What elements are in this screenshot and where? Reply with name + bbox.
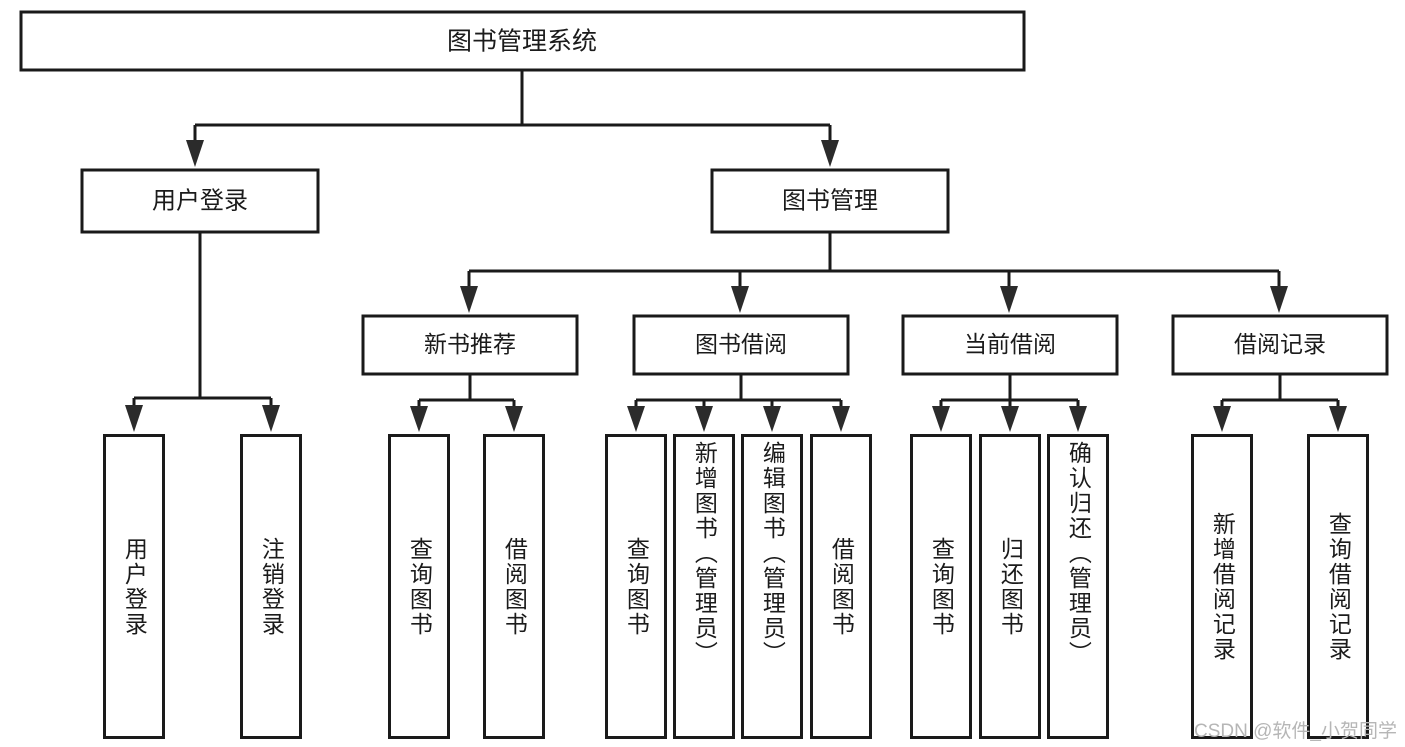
connector-book-borrow-to-leaves <box>627 374 850 432</box>
connector-book-management-to-level3 <box>460 232 1288 313</box>
leaf-user-login-logout[interactable]: 注销登录 <box>240 434 302 739</box>
leaf-borrow-record-add[interactable]: 新增借阅记录 <box>1191 434 1253 739</box>
leaf-label: 用户登录 <box>121 536 148 637</box>
node-book-management[interactable]: 图书管理 <box>710 168 950 234</box>
leaf-current-borrow-confirm[interactable]: 确认归还（管理员） <box>1047 434 1109 739</box>
node-new-book-recommend-box[interactable] <box>361 314 579 376</box>
node-book-management-label: 图书管理 <box>782 187 878 214</box>
leaf-current-borrow-return[interactable]: 归还图书 <box>979 434 1041 739</box>
leaf-label: 注销登录 <box>258 536 285 637</box>
node-user-login[interactable]: 用户登录 <box>80 168 320 234</box>
node-user-login-label: 用户登录 <box>152 187 248 214</box>
leaf-label: 查询图书 <box>928 536 955 637</box>
node-book-borrow-box[interactable] <box>632 314 850 376</box>
leaf-label: 编辑图书（管理员） <box>759 441 786 666</box>
leaf-new-book-borrow[interactable]: 借阅图书 <box>483 434 545 739</box>
node-current-borrow-label: 当前借阅 <box>964 331 1056 357</box>
node-current-borrow[interactable]: 当前借阅 <box>901 314 1119 376</box>
node-root[interactable]: 图书管理系统 <box>19 10 1026 72</box>
node-root-box[interactable] <box>19 10 1026 72</box>
leaf-label: 查询图书 <box>406 536 433 637</box>
leaf-label: 借阅图书 <box>501 536 528 637</box>
leaf-book-borrow-borrow[interactable]: 借阅图书 <box>810 434 872 739</box>
leaf-borrow-record-query[interactable]: 查询借阅记录 <box>1307 434 1369 739</box>
leaf-book-borrow-add[interactable]: 新增图书（管理员） <box>673 434 735 739</box>
leaf-label: 确认归还（管理员） <box>1065 441 1092 666</box>
connector-borrow-record-to-leaves <box>1213 374 1347 432</box>
leaf-current-borrow-query[interactable]: 查询图书 <box>910 434 972 739</box>
node-new-book-recommend-label: 新书推荐 <box>424 331 516 357</box>
connector-root-to-level2 <box>186 70 839 167</box>
connector-user-login-to-leaves <box>125 232 280 432</box>
leaf-label: 新增图书（管理员） <box>691 441 718 666</box>
leaf-new-book-query[interactable]: 查询图书 <box>388 434 450 739</box>
leaf-label: 归还图书 <box>997 536 1024 637</box>
connector-current-borrow-to-leaves <box>932 374 1087 432</box>
leaf-label: 查询图书 <box>623 536 650 637</box>
node-root-label: 图书管理系统 <box>447 28 597 56</box>
node-current-borrow-box[interactable] <box>901 314 1119 376</box>
leaf-book-borrow-query[interactable]: 查询图书 <box>605 434 667 739</box>
node-book-borrow[interactable]: 图书借阅 <box>632 314 850 376</box>
node-borrow-record-label: 借阅记录 <box>1234 331 1326 357</box>
leaf-label: 查询借阅记录 <box>1325 511 1352 662</box>
leaf-label: 借阅图书 <box>828 536 855 637</box>
leaf-book-borrow-edit[interactable]: 编辑图书（管理员） <box>741 434 803 739</box>
node-borrow-record[interactable]: 借阅记录 <box>1171 314 1389 376</box>
node-book-borrow-label: 图书借阅 <box>695 331 787 357</box>
connector-new-book-recommend-to-leaves <box>410 374 523 432</box>
leaf-user-login-login[interactable]: 用户登录 <box>103 434 165 739</box>
leaf-label: 新增借阅记录 <box>1209 511 1236 662</box>
node-new-book-recommend[interactable]: 新书推荐 <box>361 314 579 376</box>
